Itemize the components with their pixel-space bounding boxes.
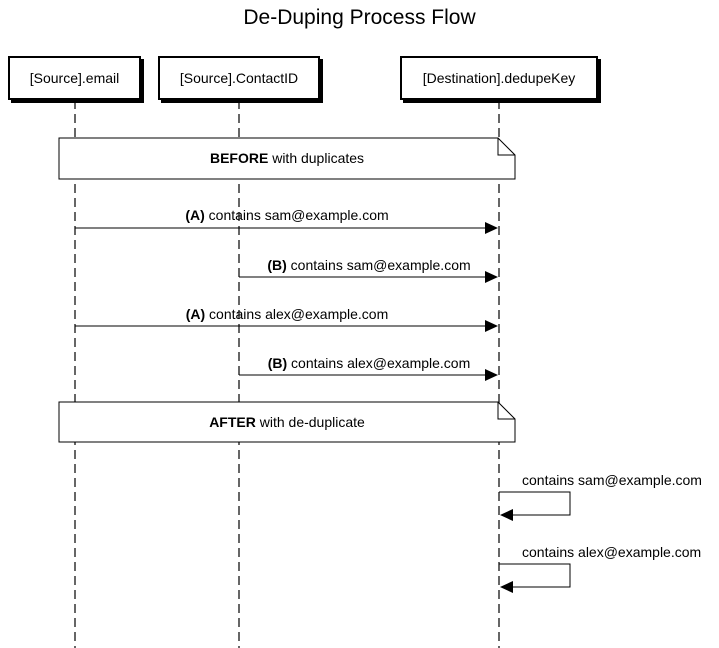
message-tag: (B): [267, 355, 288, 371]
note-before-rest: with duplicates: [268, 150, 365, 166]
message-label-1: (A) contains sam@example.com: [75, 207, 499, 223]
message-tag: (A): [185, 207, 205, 223]
note-before-box: [58, 137, 516, 180]
diagram-title: De-Duping Process Flow: [243, 6, 476, 29]
message-text: contains sam@example.com: [204, 207, 389, 223]
arrowhead-2: [485, 271, 498, 283]
actor-source-contactid: [Source].ContactID: [158, 56, 320, 100]
message-tag: (A): [185, 306, 206, 322]
self-arrowhead-1: [500, 509, 513, 521]
actor-label: [Source].email: [29, 70, 120, 86]
note-before-text: BEFORE with duplicates: [59, 150, 515, 166]
message-label-2: (B) contains sam@example.com: [239, 257, 499, 273]
note-after-fold: [497, 402, 515, 420]
message-text: contains alex@example.com: [205, 306, 389, 322]
self-message-arrow-2: [499, 563, 571, 588]
message-text: contains sam@example.com: [286, 257, 471, 273]
arrowhead-3: [485, 320, 498, 332]
note-after-box: [58, 401, 516, 443]
note-after-bold: AFTER: [209, 414, 256, 430]
actor-label: [Destination].dedupeKey: [422, 70, 576, 86]
arrowhead-1: [485, 222, 498, 234]
self-arrowhead-2: [500, 581, 513, 593]
message-label-3: (A) contains alex@example.com: [75, 306, 499, 322]
self-message-label-1: contains sam@example.com: [522, 472, 702, 488]
self-message-arrow-1: [499, 491, 571, 516]
note-after-text: AFTER with de-duplicate: [59, 414, 515, 430]
note-before-fold: [497, 138, 515, 156]
actor-source-email: [Source].email: [8, 56, 141, 100]
arrowhead-4: [485, 369, 498, 381]
message-tag: (B): [267, 257, 287, 273]
actor-destination-dedupekey: [Destination].dedupeKey: [400, 56, 598, 100]
self-message-label-2: contains alex@example.com: [522, 544, 702, 560]
message-label-4: (B) contains alex@example.com: [239, 355, 499, 371]
note-after-rest: with de-duplicate: [255, 414, 365, 430]
message-text: contains alex@example.com: [287, 355, 471, 371]
actor-label: [Source].ContactID: [179, 70, 299, 86]
note-before-bold: BEFORE: [209, 150, 269, 166]
